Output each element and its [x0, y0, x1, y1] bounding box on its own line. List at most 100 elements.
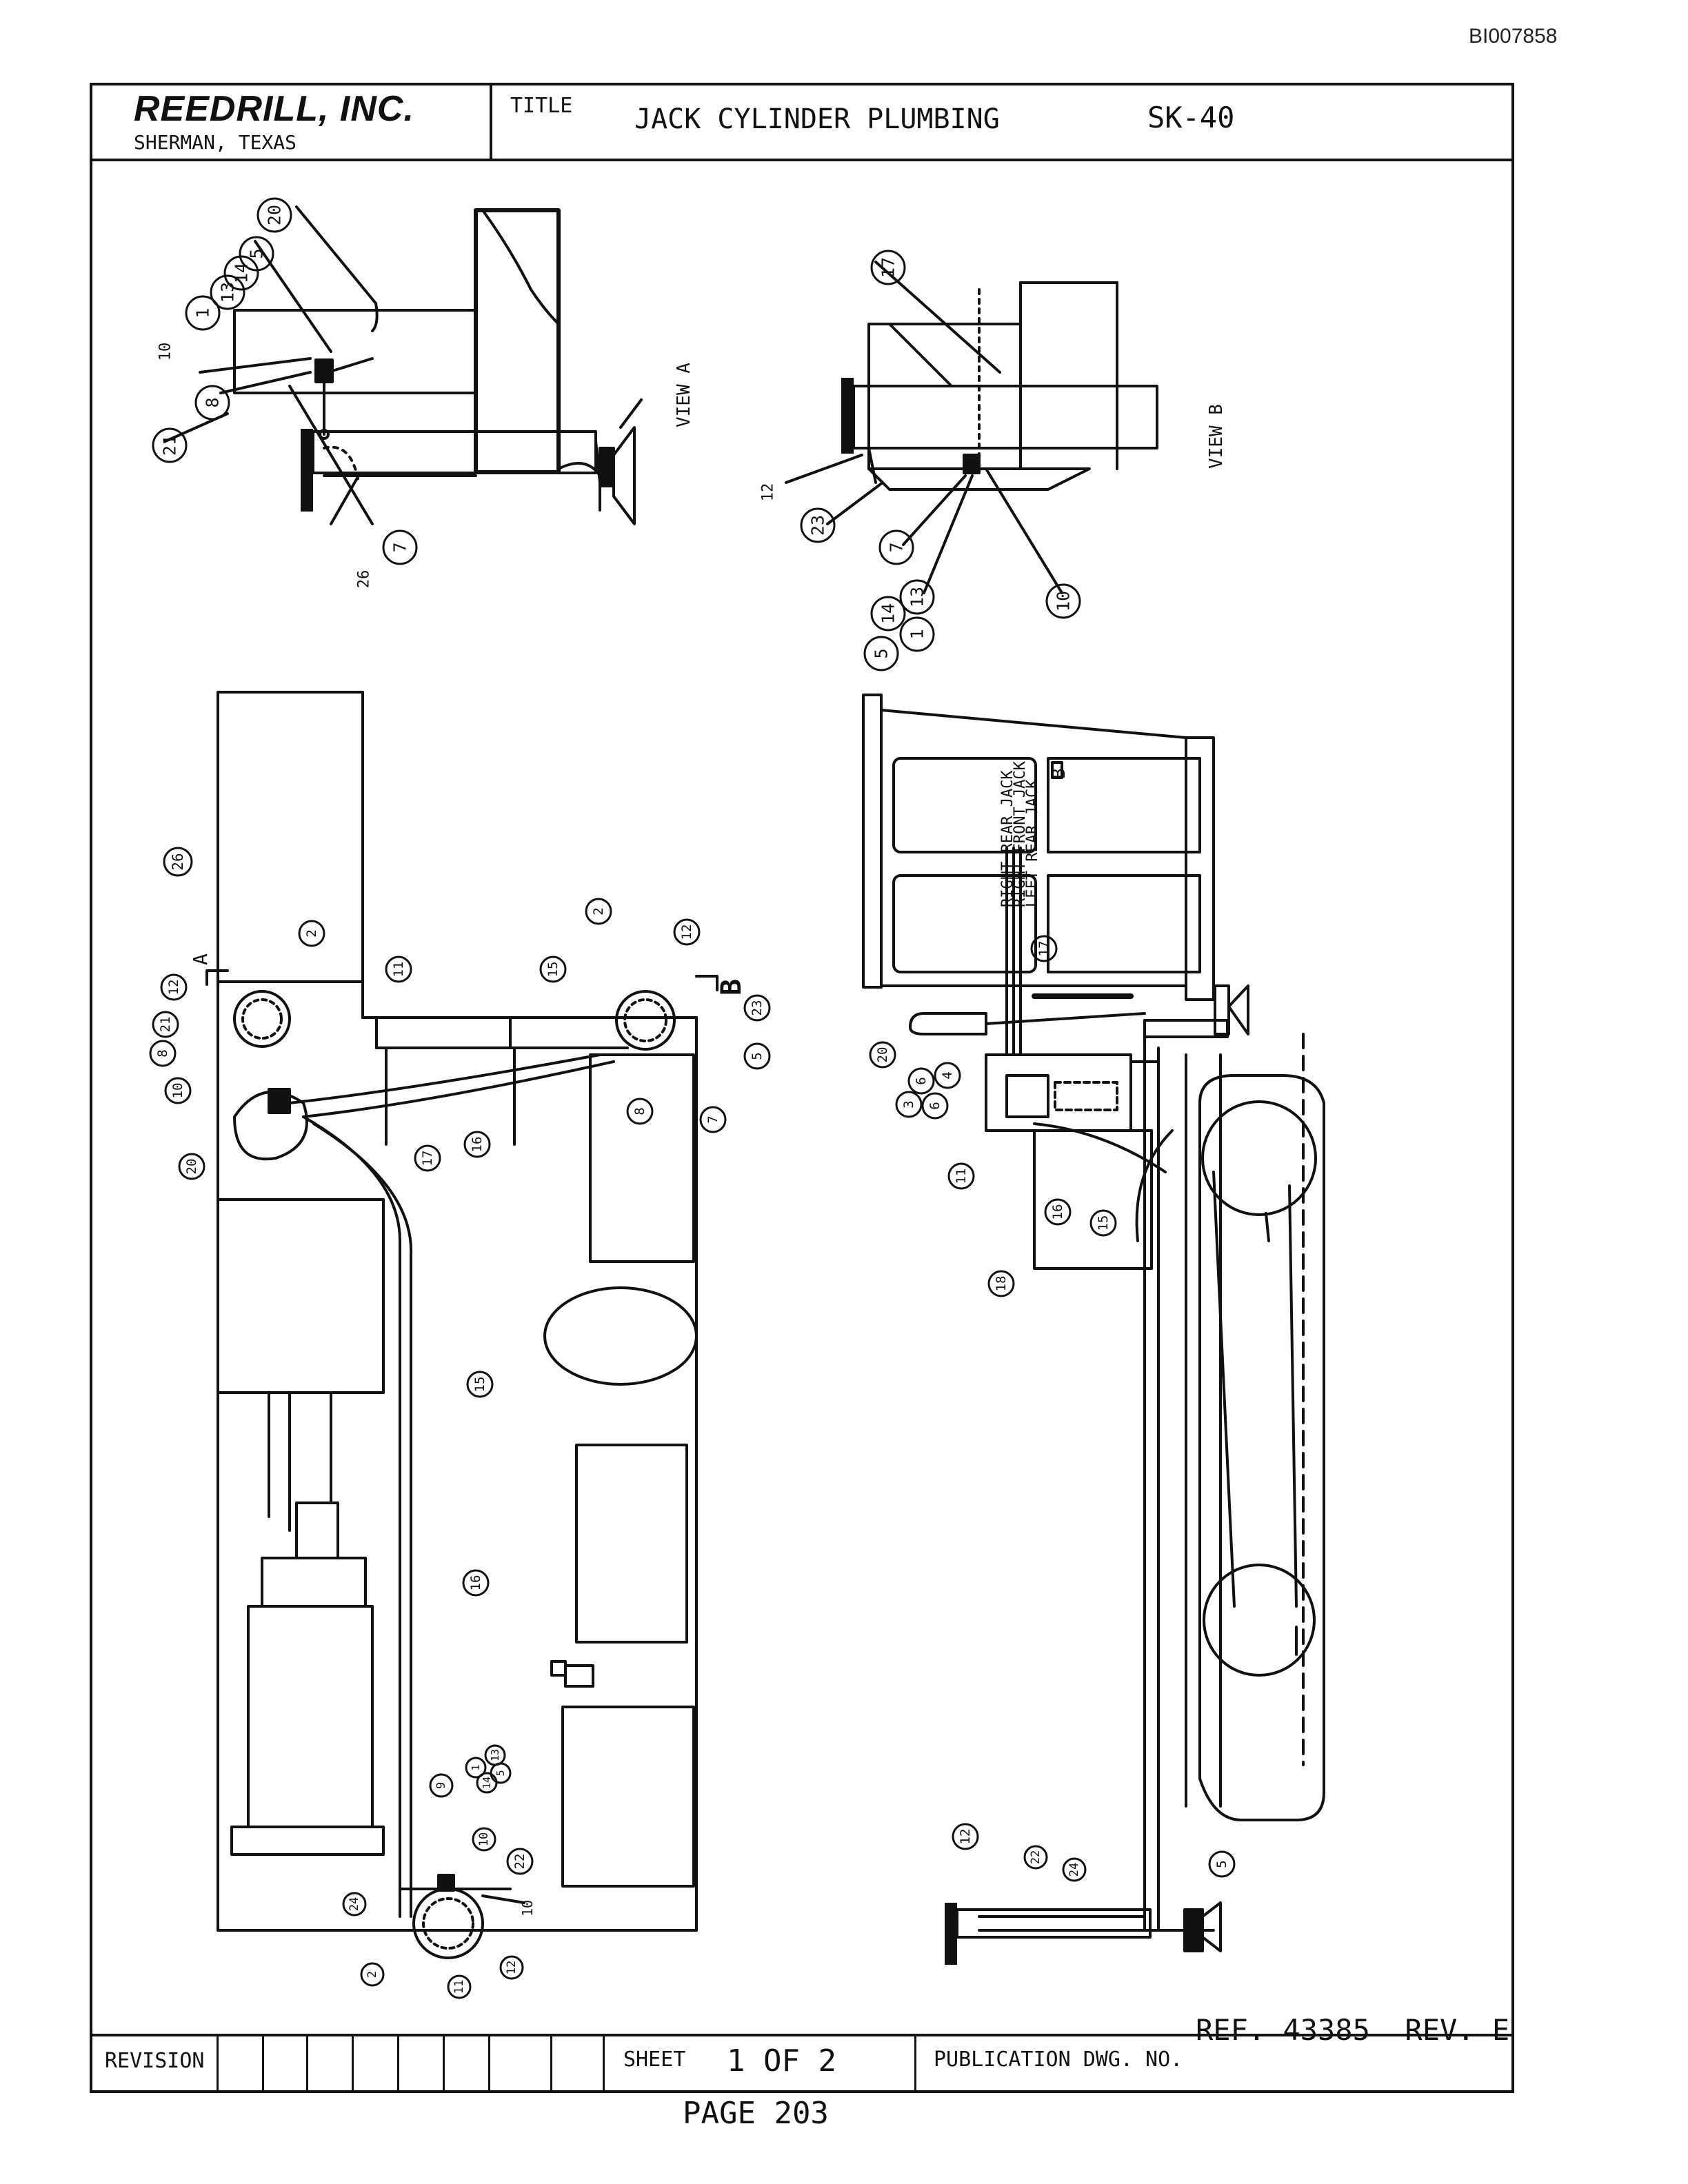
callout-circle [1044, 1198, 1072, 1226]
callout-circle [239, 236, 274, 272]
callout-number: 14 [878, 603, 898, 624]
callout-number: 10 [170, 1083, 185, 1099]
callout-number: 8 [155, 1049, 170, 1057]
callout-circle [160, 973, 188, 1001]
callout-circle [465, 1757, 487, 1779]
callout-circle [1208, 1850, 1236, 1878]
callout-number: 5 [494, 1770, 507, 1776]
callout-number: 5 [1214, 1860, 1229, 1868]
callout-circle [298, 920, 325, 947]
callout-circle [870, 596, 906, 631]
view-b-label: VIEW B [1206, 404, 1227, 469]
callout-number: 16 [1050, 1204, 1065, 1220]
callout-circle [210, 274, 245, 310]
callout-number: 14 [481, 1777, 493, 1789]
sketch-number: SK-40 [1147, 101, 1235, 134]
plan-view [205, 691, 719, 1959]
callout-number: 1 [193, 307, 213, 318]
callout-circle [164, 1077, 192, 1104]
callout-number: 7 [705, 1115, 721, 1123]
callout-circle [152, 1011, 179, 1038]
callout-circle [257, 197, 292, 233]
callout-number: 12 [679, 924, 694, 940]
callout-circle [178, 1153, 205, 1180]
callout-circle [462, 1569, 490, 1597]
callout-circle [907, 1067, 935, 1095]
callout-number: 8 [632, 1107, 647, 1115]
callout-circle [342, 1892, 367, 1917]
callout-number: 17 [1036, 941, 1052, 957]
callout-circle [673, 918, 701, 946]
callout-circle [743, 994, 771, 1022]
callout-circle [472, 1827, 496, 1852]
panel-letter-b: B [1049, 768, 1069, 779]
callout-number: 20 [265, 205, 285, 225]
callout-number: 11 [954, 1169, 969, 1184]
callout-number: 18 [994, 1276, 1009, 1292]
callout-circle [539, 956, 567, 983]
callout-circle [466, 1371, 494, 1398]
callout-number: 2 [591, 907, 606, 915]
callout-circle [921, 1092, 949, 1120]
sheet-value: 1 OF 2 [727, 2043, 836, 2079]
callout-number: 12 [166, 980, 181, 995]
callout-number: 7 [887, 542, 907, 552]
callout-number: 12 [958, 1829, 973, 1845]
callout-circle [1062, 1857, 1087, 1882]
callout-number: 21 [160, 435, 180, 456]
callout-number: 13 [218, 282, 238, 303]
revision-label: REVISION [105, 2049, 205, 2073]
callout-number: 3 [901, 1100, 916, 1108]
document-id: BI007858 [1469, 25, 1558, 48]
drawing-frame: REEDRILL, INC. SHERMAN, TEXAS TITLE JACK… [90, 83, 1514, 2093]
callout-number: 21 [158, 1017, 173, 1033]
callout-number: 11 [452, 1980, 466, 1994]
callout-circle [1089, 1209, 1117, 1237]
callout-number: 23 [808, 515, 828, 536]
callout-circle [194, 385, 230, 421]
callout-circle [360, 1962, 385, 1987]
callout-circle [870, 250, 906, 285]
callout-circle [463, 1131, 491, 1158]
callout-number: 15 [545, 962, 561, 978]
callout-number: 16 [468, 1575, 483, 1591]
callout-number: 9 [434, 1782, 448, 1789]
callout-circle [585, 898, 612, 925]
callout-circle [1023, 1845, 1048, 1870]
callout-number: 1 [907, 629, 927, 639]
callout-circle [223, 255, 259, 291]
callout-number: 26 [356, 570, 373, 589]
callout-circle [699, 1106, 727, 1133]
callout-circle [987, 1270, 1015, 1297]
callout-circle [800, 507, 836, 543]
callout-number: 7 [390, 542, 410, 552]
revision-block: REVISION SHEET 1 OF 2 PUBLICATION DWG. N… [92, 2034, 1511, 2090]
callout-circle [899, 579, 935, 615]
side-view [862, 694, 1325, 1965]
callout-number: 1 [470, 1764, 482, 1770]
callout-number: 20 [184, 1159, 199, 1175]
callout-circle [947, 1162, 975, 1190]
reference-number: REF. 43385 REV. E [1196, 2013, 1510, 2047]
callout-number: 13 [907, 587, 927, 607]
callout-number: 4 [940, 1071, 955, 1079]
callout-circle [185, 295, 221, 331]
callout-circle [385, 956, 412, 983]
callout-number: 8 [203, 397, 223, 407]
callout-number: 20 [875, 1047, 890, 1063]
callout-circle [163, 847, 193, 877]
callout-number: 17 [420, 1151, 435, 1166]
callout-number: 13 [489, 1749, 501, 1761]
callout-circle [499, 1955, 524, 1980]
callout-circle [952, 1823, 979, 1850]
label-right-rear-jack: RIGHT REAR JACK [999, 770, 1016, 907]
callout-circle [895, 1091, 923, 1118]
callout-number: 14 [232, 263, 252, 283]
callout-circle [414, 1144, 441, 1172]
title-block: REEDRILL, INC. SHERMAN, TEXAS TITLE JACK… [92, 85, 1511, 161]
view-b-detail [785, 261, 1158, 594]
callout-circle [1045, 583, 1081, 619]
callout-number: 26 [170, 853, 186, 870]
callout-number: 11 [391, 962, 406, 978]
